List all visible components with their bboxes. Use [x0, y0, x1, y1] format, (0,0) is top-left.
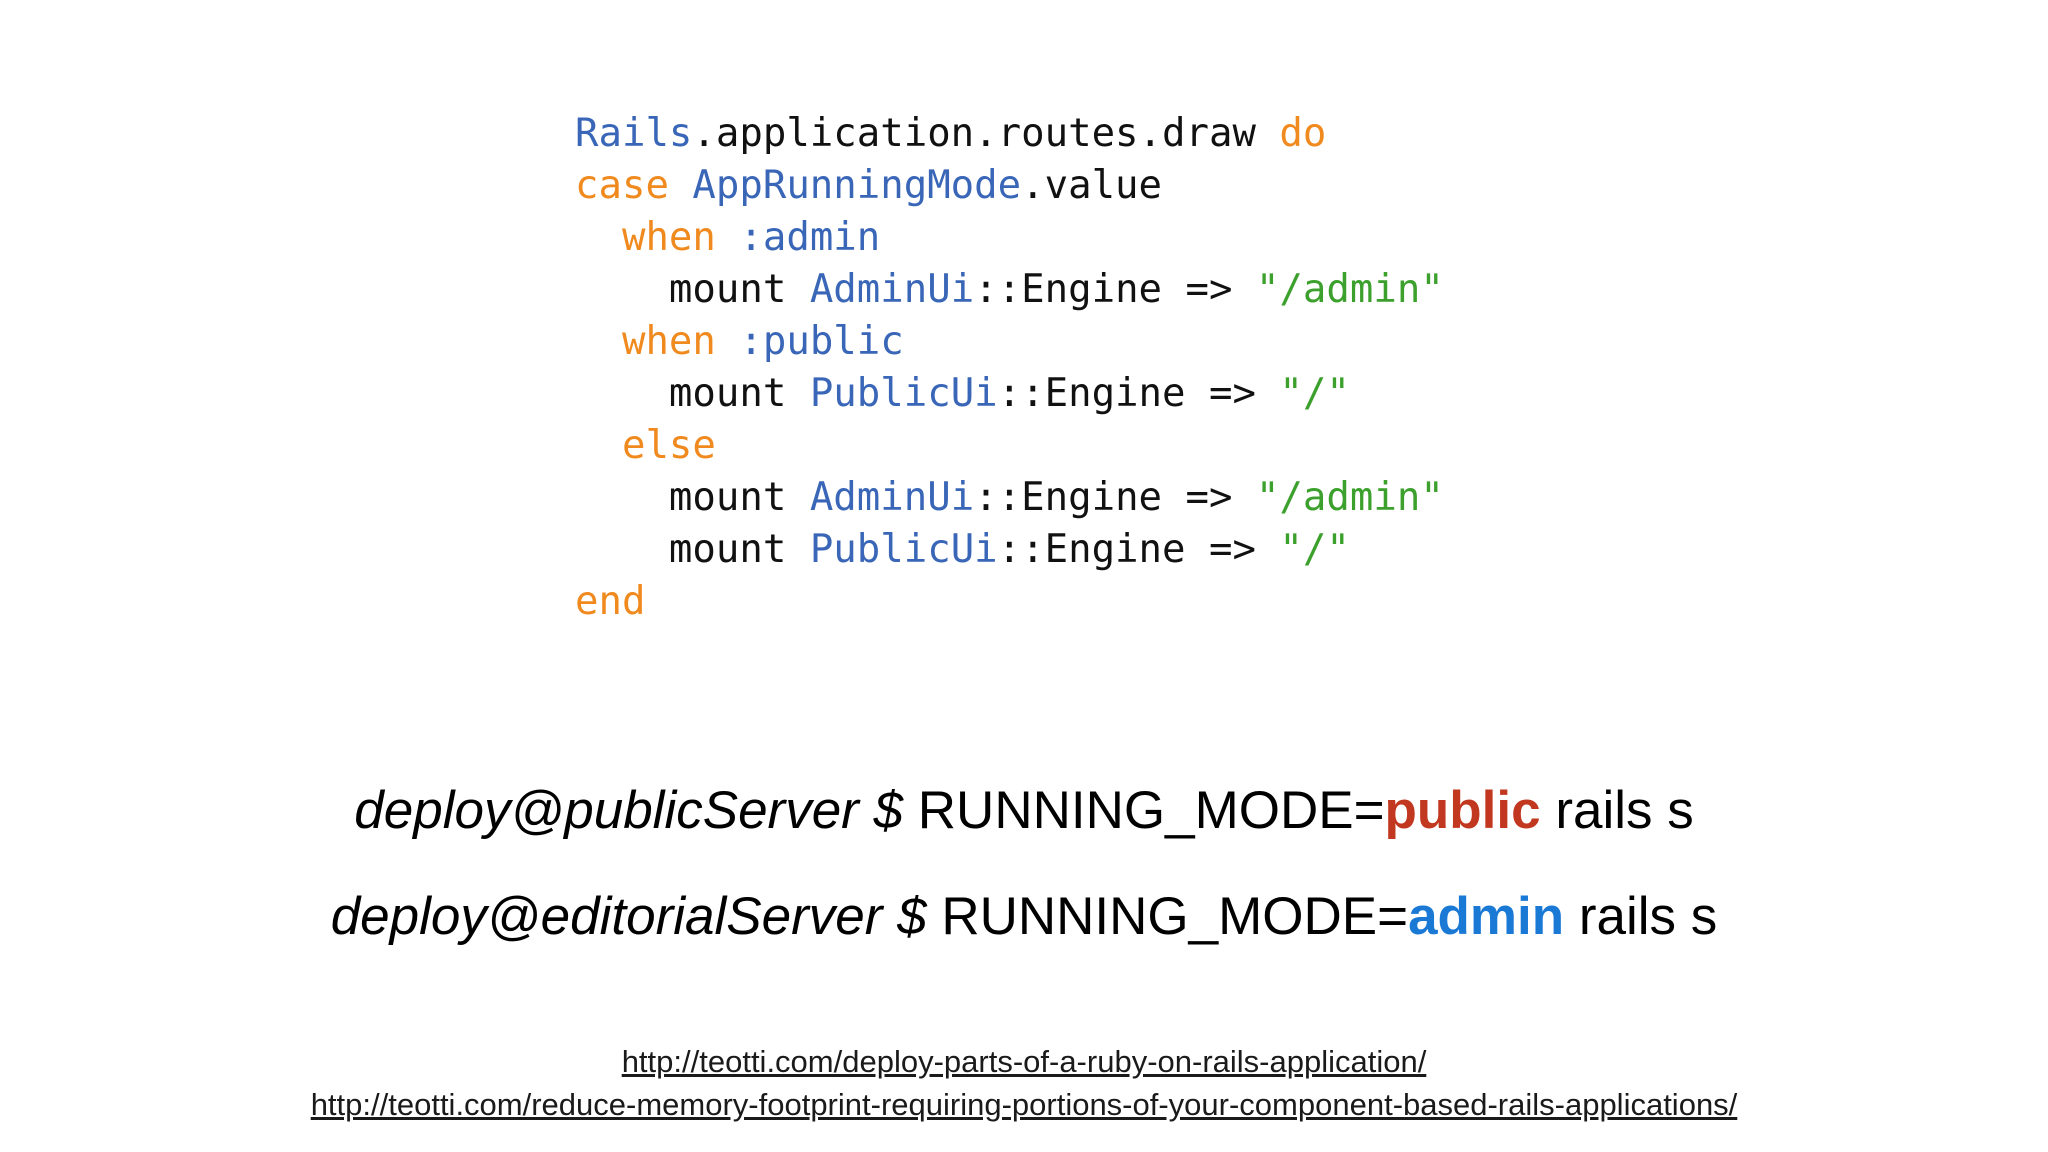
shell-segment-emphasis: admin	[1408, 887, 1565, 946]
code-token-plain: ::Engine =>	[997, 527, 1280, 572]
shell-commands: deploy@publicServer $ RUNNING_MODE=publi…	[0, 758, 2048, 970]
shell-command-public-server: deploy@publicServer $ RUNNING_MODE=publi…	[0, 758, 2048, 864]
code-token-constant: :public	[739, 319, 904, 364]
shell-segment-prompt: deploy@editorialServer $	[330, 887, 942, 946]
shell-segment-plain: RUNNING_MODE=	[941, 887, 1409, 946]
code-line: mount PublicUi::Engine => "/"	[575, 368, 1444, 420]
code-token-keyword: else	[621, 423, 716, 468]
code-token-plain: .application.routes.draw	[692, 111, 1280, 156]
link-deploy-parts-of-rails-application[interactable]: http://teotti.com/deploy-parts-of-a-ruby…	[621, 1044, 1427, 1079]
code-token-plain	[716, 319, 739, 364]
code-line: else	[575, 420, 1444, 472]
code-token-string: "/"	[1279, 371, 1350, 416]
code-token-constant: PublicUi	[809, 371, 998, 416]
code-token-string: "/"	[1279, 527, 1350, 572]
code-token-plain	[575, 215, 622, 260]
shell-segment-emphasis: public	[1384, 781, 1541, 840]
code-token-plain: .value	[1021, 163, 1163, 208]
code-token-constant: :admin	[739, 215, 881, 260]
code-token-constant: AppRunningMode	[692, 163, 1022, 208]
code-line: mount AdminUi::Engine => "/admin"	[575, 264, 1444, 316]
code-token-plain: mount	[575, 267, 810, 312]
code-line: Rails.application.routes.draw do	[575, 108, 1444, 160]
code-token-keyword: end	[575, 579, 646, 624]
code-token-plain: mount	[575, 371, 810, 416]
shell-segment-prompt: deploy@publicServer $	[354, 781, 918, 840]
shell-segment-plain: rails s	[1564, 887, 1718, 946]
code-line: end	[575, 576, 1444, 628]
code-token-keyword: do	[1279, 111, 1327, 156]
shell-segment-plain: RUNNING_MODE=	[917, 781, 1385, 840]
code-line: when :admin	[575, 212, 1444, 264]
code-token-plain	[575, 319, 622, 364]
code-line: mount AdminUi::Engine => "/admin"	[575, 472, 1444, 524]
code-token-plain: ::Engine =>	[997, 371, 1280, 416]
shell-command-editorial-server: deploy@editorialServer $ RUNNING_MODE=ad…	[0, 864, 2048, 970]
code-token-string: "/admin"	[1255, 267, 1444, 312]
code-token-plain: mount	[575, 527, 810, 572]
code-token-plain: ::Engine =>	[974, 475, 1256, 520]
code-token-plain	[575, 423, 622, 468]
code-token-constant: Rails	[575, 111, 693, 156]
code-token-plain: mount	[575, 475, 810, 520]
code-token-string: "/admin"	[1255, 475, 1444, 520]
code-line: mount PublicUi::Engine => "/"	[575, 524, 1444, 576]
footer-links: http://teotti.com/deploy-parts-of-a-ruby…	[0, 1040, 2048, 1126]
link-reduce-memory-footprint[interactable]: http://teotti.com/reduce-memory-footprin…	[310, 1087, 1738, 1122]
code-token-constant: AdminUi	[809, 475, 975, 520]
code-token-keyword: case	[575, 163, 669, 208]
code-token-keyword: when	[621, 215, 716, 260]
code-line: when :public	[575, 316, 1444, 368]
code-token-keyword: when	[621, 319, 716, 364]
code-token-plain	[669, 163, 692, 208]
code-token-plain	[716, 215, 739, 260]
code-token-plain: ::Engine =>	[974, 267, 1256, 312]
code-line: case AppRunningMode.value	[575, 160, 1444, 212]
shell-segment-plain: rails s	[1540, 781, 1694, 840]
code-token-constant: AdminUi	[809, 267, 975, 312]
code-token-constant: PublicUi	[809, 527, 998, 572]
